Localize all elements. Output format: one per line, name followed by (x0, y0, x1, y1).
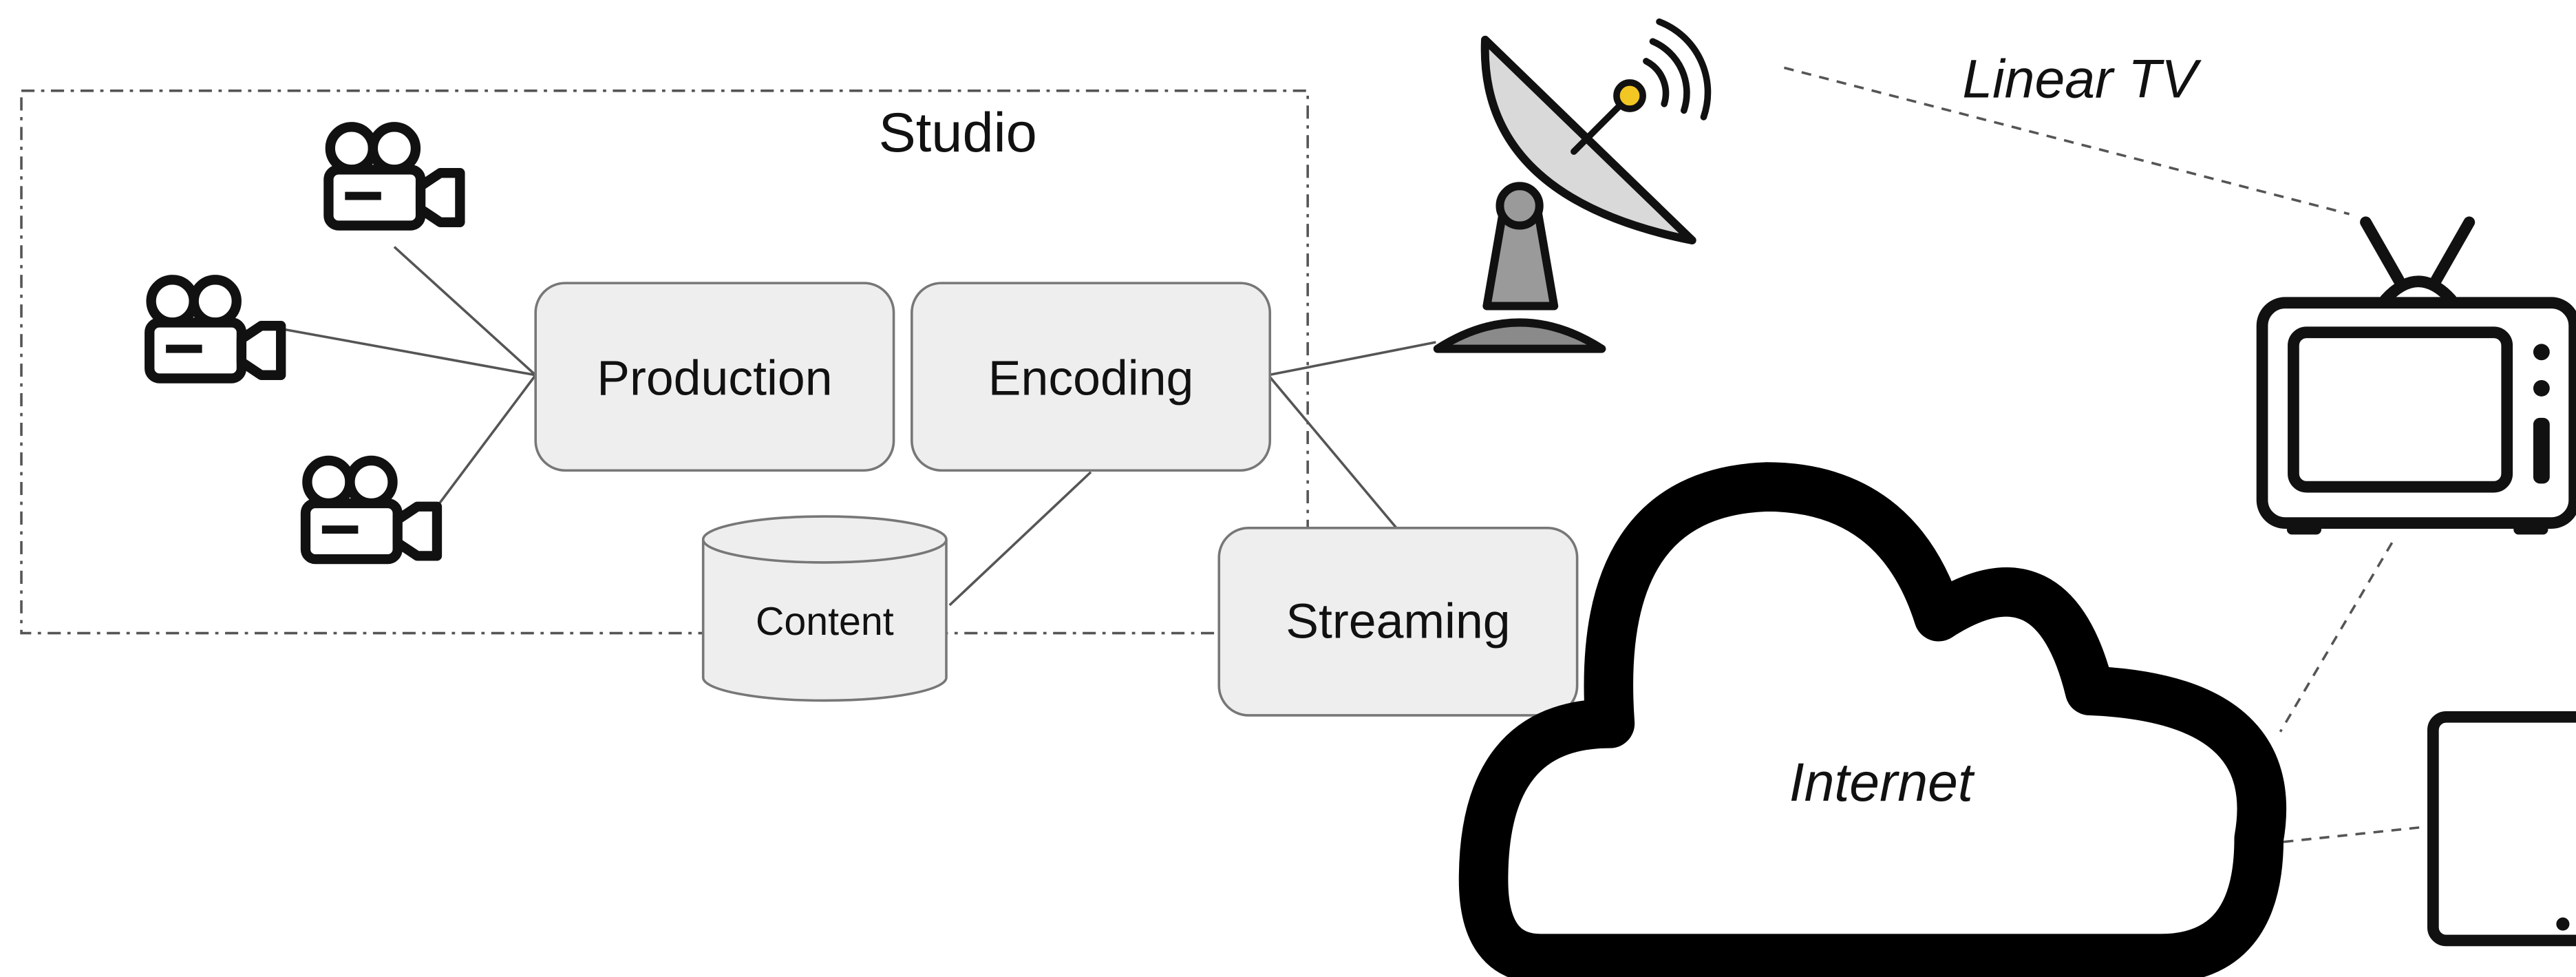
streaming-node: Streaming (1217, 527, 1579, 717)
video-camera-icon (149, 280, 281, 378)
connector-lines (282, 246, 1436, 607)
delivery-links (1783, 66, 2424, 843)
video-camera-icon (306, 461, 437, 559)
production-node: Production (534, 282, 895, 472)
television-icon (2256, 216, 2576, 535)
tablet-icon (2427, 711, 2576, 947)
studio-boundary (20, 90, 1309, 635)
content-storage: Content (701, 515, 948, 702)
studio-label: Studio (879, 102, 1037, 164)
cloud-icon: Internet (1458, 462, 2287, 977)
production-label: Production (597, 350, 832, 406)
content-label: Content (756, 600, 894, 644)
encoding-label: Encoding (988, 350, 1194, 406)
encoding-node: Encoding (911, 282, 1272, 472)
satellite-dish-icon (1433, 18, 1712, 353)
internet-label: Internet (1789, 752, 1975, 812)
streaming-label: Streaming (1286, 594, 1510, 649)
linear-tv-label: Linear TV (1962, 48, 2202, 109)
video-camera-icon (328, 127, 460, 225)
